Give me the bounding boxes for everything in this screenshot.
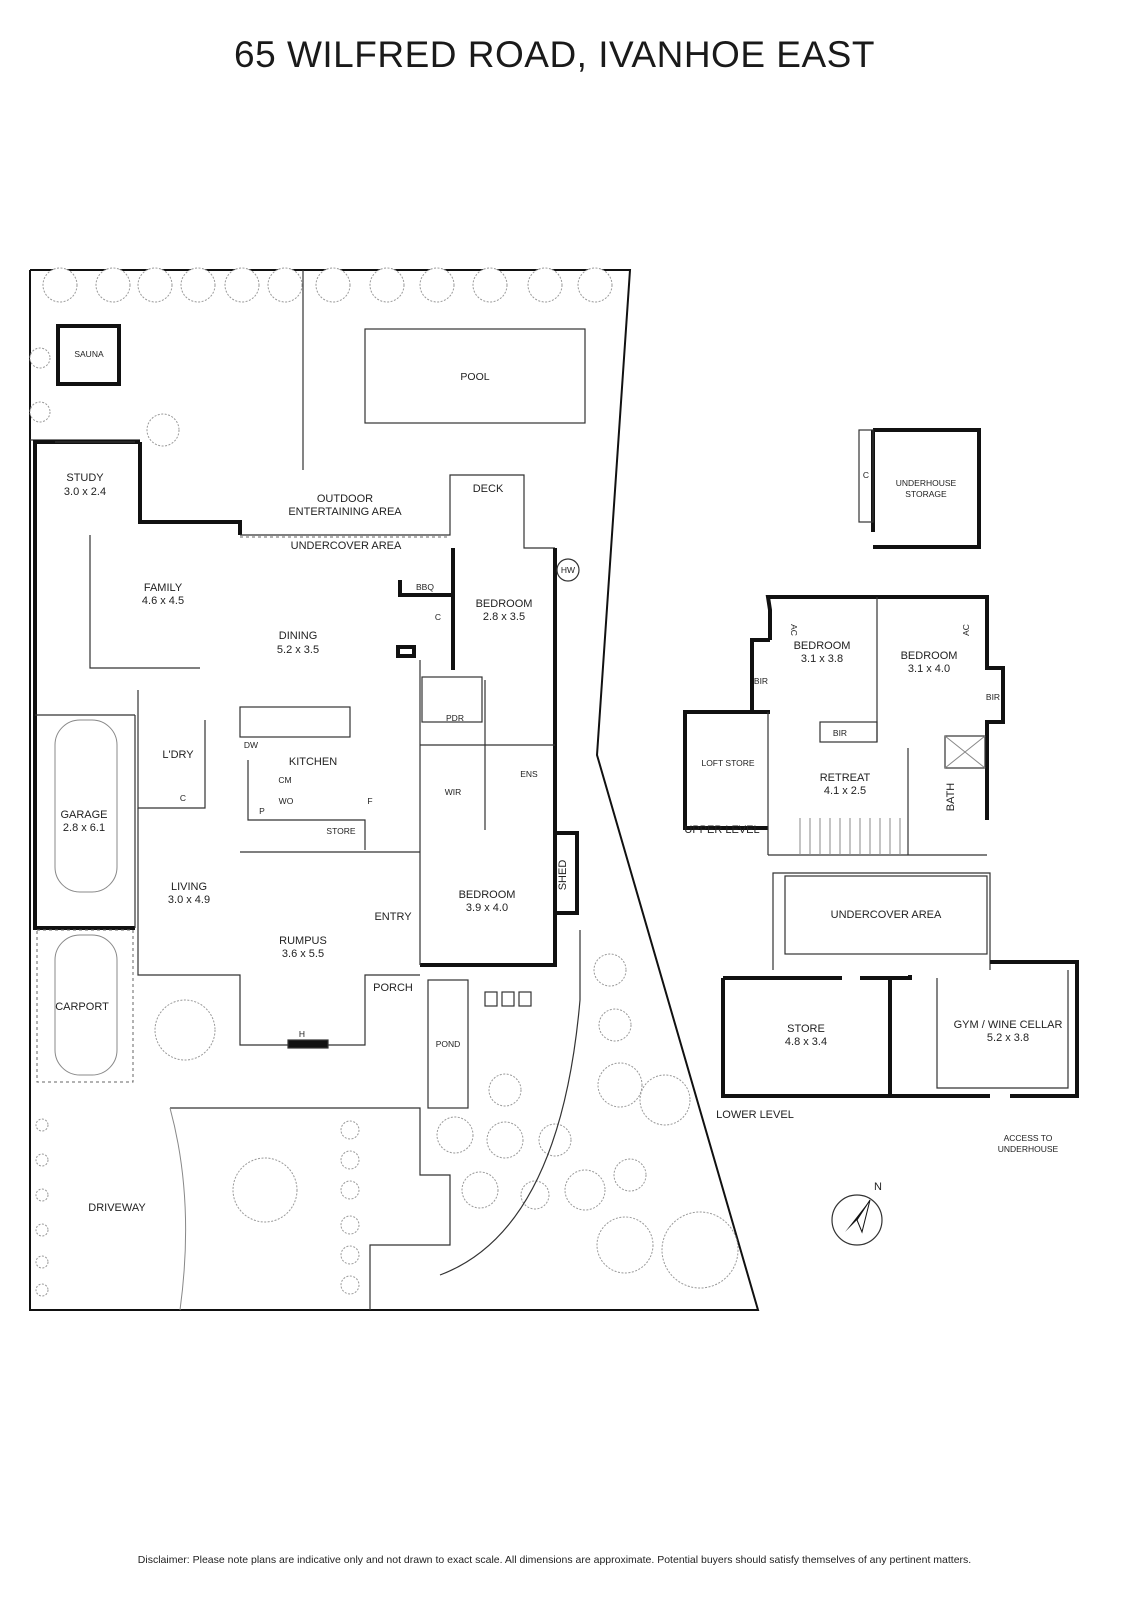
garage-label: GARAGE [60, 809, 107, 821]
living-dim: 3.0 x 4.9 [168, 894, 210, 906]
lower-level-label: LOWER LEVEL [716, 1109, 794, 1121]
bedroom-2-label: BEDROOM [459, 889, 516, 901]
underhouse-c-label: C [863, 470, 869, 480]
garage-dim: 2.8 x 6.1 [63, 822, 105, 834]
lower-store-dim: 4.8 x 3.4 [785, 1036, 827, 1048]
undercover-label: UNDERCOVER AREA [291, 540, 402, 552]
pool-label: POOL [460, 371, 489, 383]
upper-bedroom-2-label: BEDROOM [901, 650, 958, 662]
pdr-label: PDR [446, 713, 464, 723]
upper-bedroom-2-dim: 3.1 x 4.0 [908, 663, 950, 675]
bedroom-1-dim: 2.8 x 3.5 [483, 611, 525, 623]
underhouse-label-2: STORAGE [905, 489, 947, 499]
retreat-label: RETREAT [820, 772, 871, 784]
bedroom-2-dim: 3.9 x 4.0 [466, 902, 508, 914]
page-title: 65 WILFRED ROAD, IVANHOE EAST [234, 34, 875, 75]
trees [29, 267, 739, 1297]
fridge-label: F [367, 796, 372, 806]
cm-label: CM [278, 775, 291, 785]
loft-store-label: LOFT STORE [701, 758, 754, 768]
underhouse-storage: C UNDERHOUSE STORAGE [858, 428, 981, 549]
kitchen-label: KITCHEN [289, 756, 337, 768]
site-boundary [29, 269, 760, 1311]
outdoor-label: OUTDOOR [317, 493, 373, 505]
gym-dim: 5.2 x 3.8 [987, 1032, 1029, 1044]
pantry-label: P [259, 806, 265, 816]
sauna-label: SAUNA [74, 349, 104, 359]
compass-n-label: N [874, 1181, 882, 1193]
disclaimer: Disclaimer: Please note plans are indica… [137, 1554, 972, 1566]
underhouse-label: UNDERHOUSE [896, 478, 957, 488]
bir-label-2: BIR [833, 728, 847, 738]
living-label: LIVING [171, 881, 207, 893]
family-dim: 4.6 x 4.5 [142, 595, 184, 607]
store-label: STORE [326, 826, 355, 836]
bbq-label: BBQ [416, 582, 434, 592]
pond-label: POND [436, 1039, 461, 1049]
sauna [56, 324, 121, 386]
upper-bedroom-1-dim: 3.1 x 3.8 [801, 653, 843, 665]
lower-store-label: STORE [787, 1023, 825, 1035]
upper-level-label: UPPER LEVEL [684, 824, 759, 836]
carport-label: CARPORT [55, 1001, 109, 1013]
family-label: FAMILY [144, 582, 183, 594]
bath-label: BATH [945, 783, 957, 812]
access-label: ACCESS TO [1004, 1133, 1053, 1143]
study-label: STUDY [66, 472, 104, 484]
driveway-label: DRIVEWAY [88, 1202, 146, 1214]
dining-label: DINING [279, 630, 318, 642]
wo-label: WO [279, 796, 294, 806]
porch-label: PORCH [373, 982, 413, 994]
rumpus-label: RUMPUS [279, 935, 327, 947]
hw-label: HW [561, 565, 575, 575]
lower-undercover-label: UNDERCOVER AREA [831, 909, 942, 921]
pool [364, 328, 586, 424]
ground-floor-labels: STUDY 3.0 x 2.4 OUTDOOR ENTERTAINING ARE… [55, 472, 575, 1214]
rumpus-dim: 3.6 x 5.5 [282, 948, 324, 960]
c-label: C [435, 612, 441, 622]
carport-car [54, 934, 118, 1076]
ens-label: ENS [520, 769, 538, 779]
outdoor-label-2: ENTERTAINING AREA [288, 506, 402, 518]
ac-label-2: AC [961, 624, 971, 636]
gym-label: GYM / WINE CELLAR [954, 1019, 1063, 1031]
heater-label: H [299, 1029, 305, 1039]
retreat-dim: 4.1 x 2.5 [824, 785, 866, 797]
upper-level: BEDROOM 3.1 x 3.8 BEDROOM 3.1 x 4.0 AC A… [683, 595, 1005, 856]
bedroom-1-label: BEDROOM [476, 598, 533, 610]
dw-label: DW [244, 740, 258, 750]
c-label-2: C [180, 793, 186, 803]
upper-bedroom-1-label: BEDROOM [794, 640, 851, 652]
deck-label: DECK [473, 483, 504, 495]
study-dim: 3.0 x 2.4 [64, 486, 106, 498]
north-compass: N [831, 1181, 883, 1246]
ac-label: AC [789, 624, 799, 636]
dining-dim: 5.2 x 3.5 [277, 644, 319, 656]
bir-label: BIR [754, 676, 768, 686]
main-house-walls [33, 440, 581, 1311]
lower-level: STORE 4.8 x 3.4 GYM / WINE CELLAR 5.2 x … [716, 872, 1079, 1154]
entry-label: ENTRY [374, 911, 412, 923]
bir-label-3: BIR [986, 692, 1000, 702]
garage-car [54, 719, 118, 893]
laundry-label: L'DRY [162, 749, 194, 761]
shed-label: SHED [557, 860, 569, 891]
access-label-2: UNDERHOUSE [998, 1144, 1059, 1154]
wir-label: WIR [445, 787, 462, 797]
